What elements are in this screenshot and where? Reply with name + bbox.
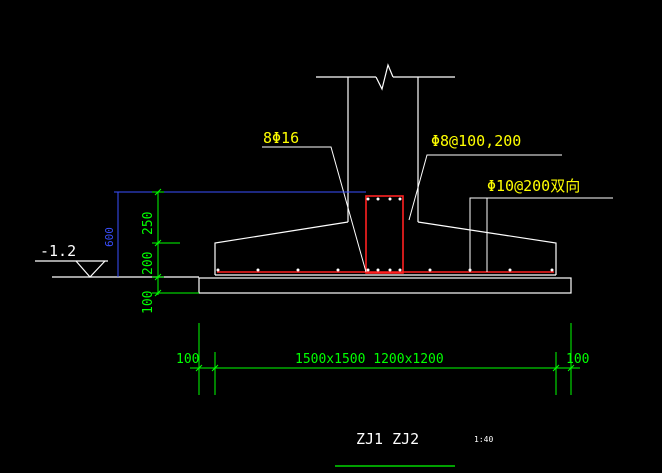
- elevation-label: -1.2: [40, 242, 76, 260]
- slab-mesh-label: Φ10@200双向: [487, 177, 580, 195]
- dim-250: 250: [141, 212, 156, 235]
- horizontal-dimensions: [190, 323, 580, 395]
- dim-200: 200: [141, 252, 156, 275]
- rebar-main-label: 8Φ16: [263, 129, 299, 147]
- drawing-title: ZJ1 ZJ2: [356, 430, 419, 448]
- leader-lines: [262, 146, 613, 273]
- footing-outline: [214, 221, 557, 276]
- rebar-dots: [216, 197, 554, 272]
- dim-total-height: 600: [103, 227, 116, 247]
- column-outline: [316, 63, 455, 222]
- elevation-marker: [35, 260, 199, 278]
- dim-right-100: 100: [566, 352, 589, 367]
- drawing-scale: 1:40: [474, 435, 493, 444]
- rebar-cage: [217, 195, 554, 274]
- stirrup-label: Φ8@100,200: [431, 132, 521, 150]
- vertical-dimensions: [152, 188, 199, 297]
- blinding-layer: [198, 277, 572, 294]
- dim-width: 1500x1500 1200x1200: [295, 352, 444, 367]
- dim-left-100: 100: [176, 352, 199, 367]
- dim-100-vertical: 100: [141, 291, 156, 314]
